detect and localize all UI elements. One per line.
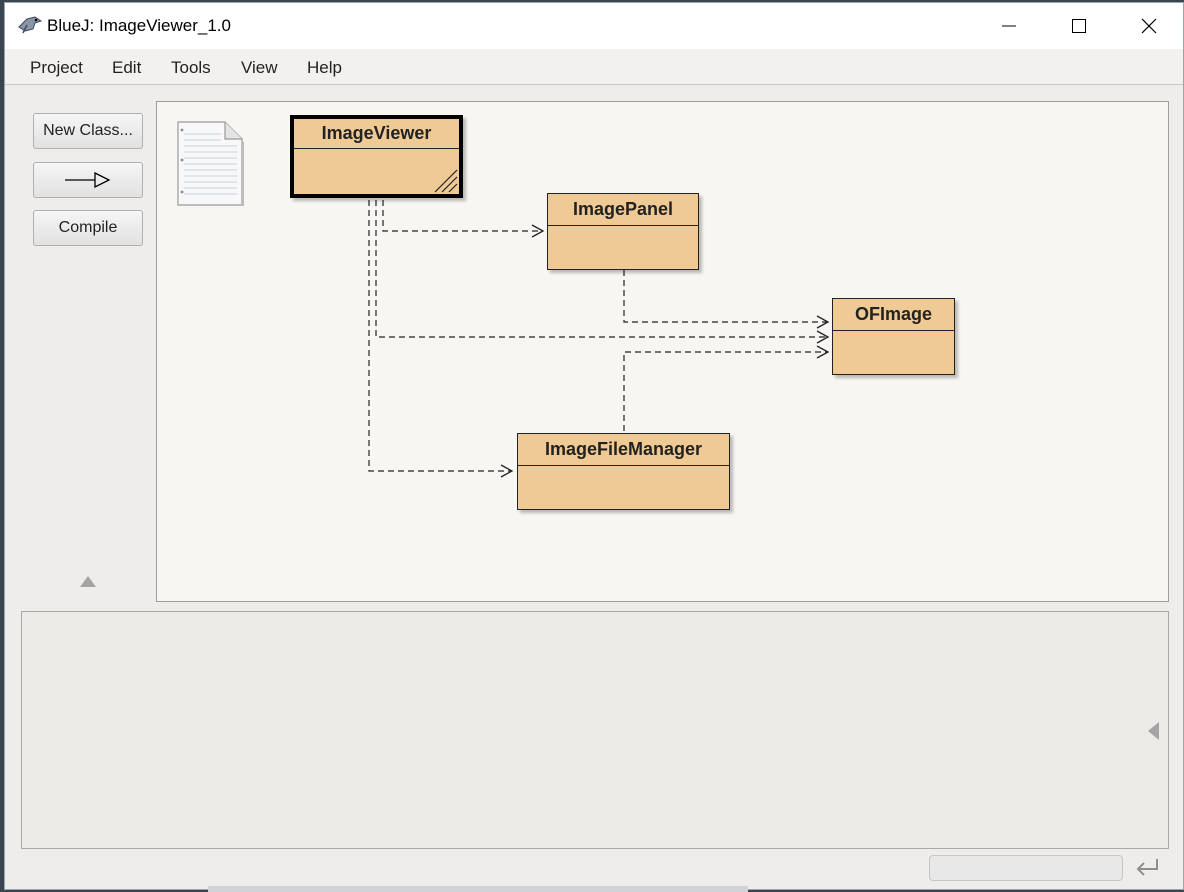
close-button[interactable] (1115, 3, 1183, 49)
close-icon (1141, 18, 1157, 34)
taskbar-strip (208, 886, 748, 892)
menu-tools[interactable]: Tools (171, 58, 211, 77)
class-imageviewer-name: ImageViewer (294, 119, 459, 149)
menu-bar: Project Edit Tools View Help (5, 49, 1183, 85)
readme-document-icon[interactable] (175, 120, 245, 208)
dependency-arrows (368, 200, 830, 478)
resize-handle-icon[interactable] (431, 166, 459, 194)
bluej-bird-icon (18, 16, 43, 34)
new-inheritance-arrow-button[interactable] (33, 162, 143, 198)
compile-button[interactable]: Compile (33, 210, 143, 246)
triangle-left-icon[interactable] (1147, 721, 1161, 741)
minimize-icon (1002, 25, 1016, 27)
window-title: BlueJ: ImageViewer_1.0 (47, 16, 231, 35)
new-class-button[interactable]: New Class... (33, 113, 143, 149)
class-imagepanel[interactable]: ImagePanel (547, 193, 699, 270)
menu-help[interactable]: Help (307, 58, 342, 77)
minimize-button[interactable] (975, 3, 1043, 49)
return-arrow-icon[interactable] (1133, 855, 1163, 881)
object-bench[interactable] (21, 611, 1169, 849)
class-imageviewer[interactable]: ImageViewer (290, 115, 463, 198)
maximize-button[interactable] (1045, 3, 1113, 49)
class-imagefilemanager-name: ImageFileManager (518, 434, 729, 466)
menu-view[interactable]: View (241, 58, 278, 77)
maximize-icon (1072, 19, 1086, 33)
title-bar[interactable]: BlueJ: ImageViewer_1.0 (5, 3, 1183, 49)
bluej-window: BlueJ: ImageViewer_1.0 Project Edit Tool… (4, 2, 1184, 890)
menu-edit[interactable]: Edit (112, 58, 142, 77)
status-field (929, 855, 1123, 881)
triangle-up-icon[interactable] (79, 575, 97, 589)
class-ofimage-name: OFImage (833, 299, 954, 331)
inheritance-arrow-icon (65, 171, 111, 189)
class-imagepanel-name: ImagePanel (548, 194, 698, 226)
class-imagefilemanager[interactable]: ImageFileManager (517, 433, 730, 510)
class-diagram-canvas[interactable]: ImageViewer ImagePanel OFImage ImageFile… (156, 101, 1169, 602)
class-ofimage[interactable]: OFImage (832, 298, 955, 375)
menu-project[interactable]: Project (30, 58, 83, 77)
